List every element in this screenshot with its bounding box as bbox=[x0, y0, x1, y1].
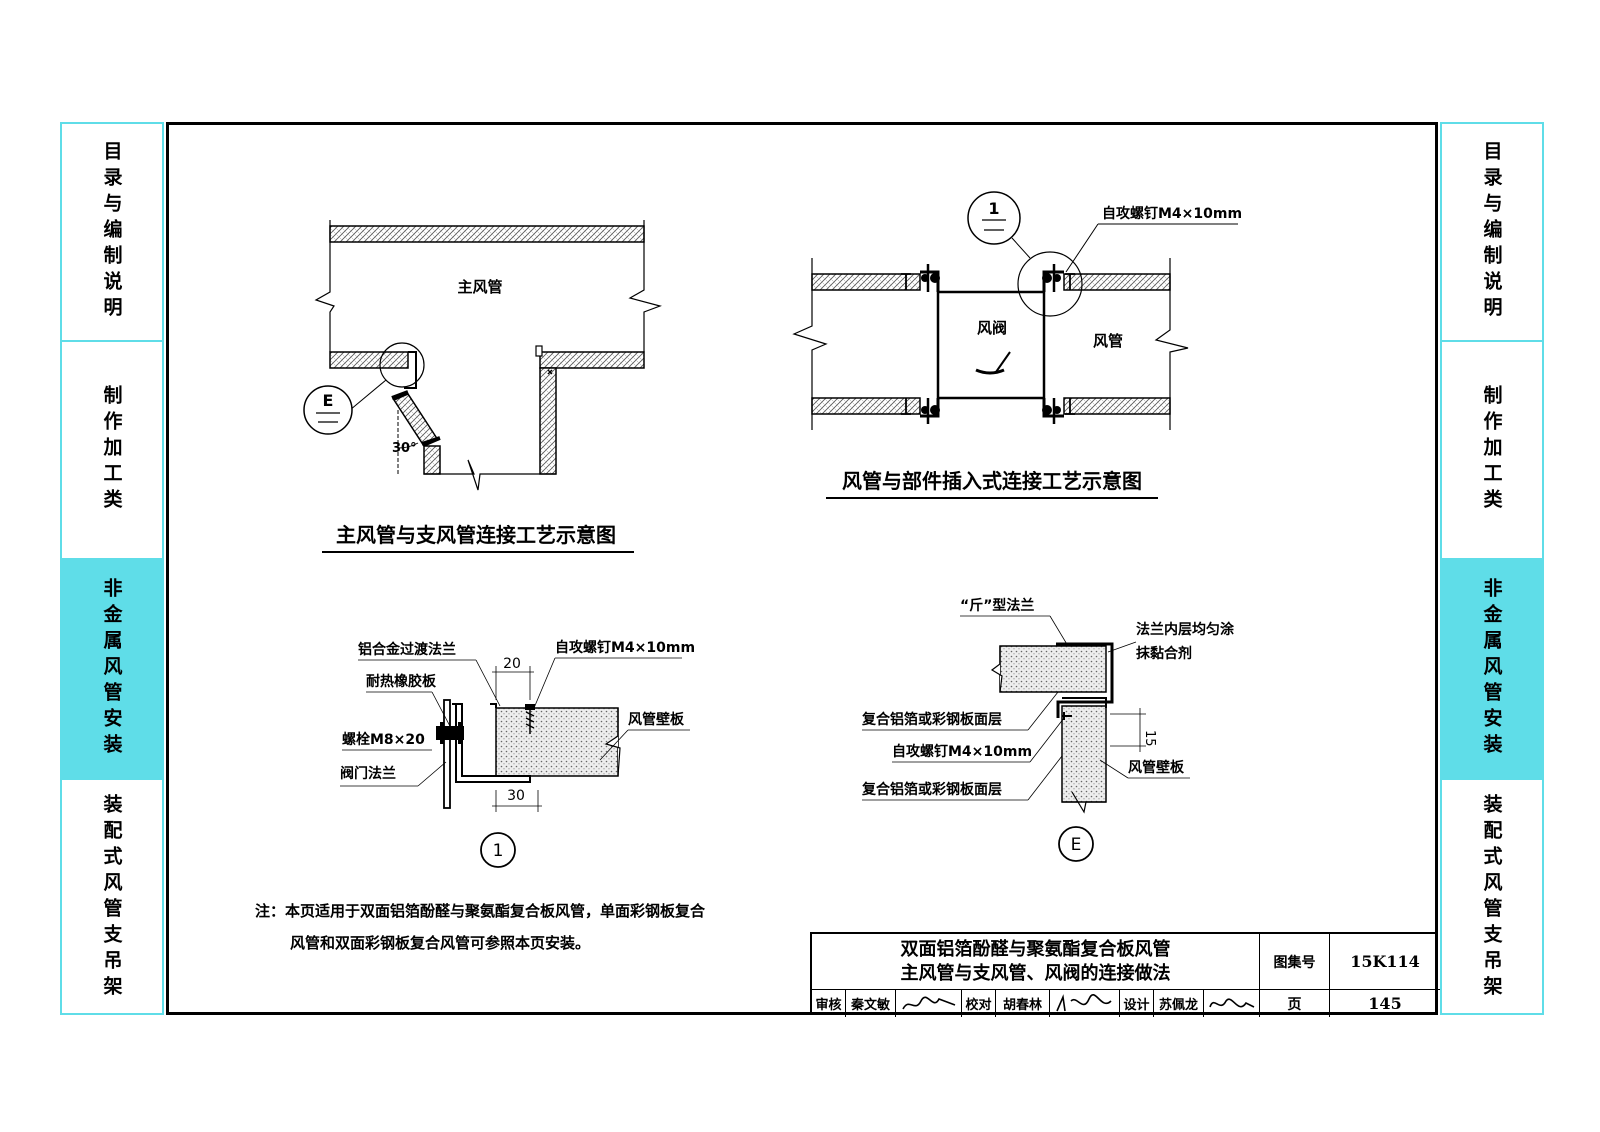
label-screw: 自攻螺钉M4×10mm bbox=[555, 639, 695, 656]
review-label: 审核 bbox=[812, 990, 846, 1017]
designer-name: 苏佩龙 bbox=[1154, 990, 1204, 1017]
tab-support-hangers-right[interactable]: 装配式风管支吊架 bbox=[1480, 793, 1503, 1002]
diagram1-title: 主风管与支风管连接工艺示意图 bbox=[336, 523, 616, 547]
designer-signature bbox=[1204, 990, 1260, 1017]
svg-text:1: 1 bbox=[493, 841, 504, 861]
branch-duct-wall-panel bbox=[1061, 705, 1107, 803]
label-wall-panel-e: 风管壁板 bbox=[1128, 759, 1185, 776]
callout-symbol-e bbox=[303, 385, 353, 435]
atlas-number: 15K114 bbox=[1330, 934, 1440, 990]
label-facing-2: 复合铝箔或彩钢板面层 bbox=[861, 781, 1002, 798]
reviewer-name: 秦文敏 bbox=[846, 990, 896, 1017]
main-duct-top-wall bbox=[329, 225, 645, 243]
note-line-1: 注：本页适用于双面铝箔酚醛与聚氨酯复合板风管，单面彩钢板复合 bbox=[255, 902, 706, 920]
label-screw-e: 自攻螺钉M4×10mm bbox=[892, 743, 1032, 760]
reviewer-signature bbox=[896, 990, 962, 1017]
svg-text:1: 1 bbox=[988, 199, 999, 218]
bolt-m8 bbox=[436, 722, 464, 744]
label-valve-flange: 阀门法兰 bbox=[340, 765, 396, 782]
detail-e: 15 “斤”型法兰 法兰内层均匀涂 抹黏合剂 复合铝箔或彩钢板面层 自攻螺钉M4… bbox=[861, 597, 1235, 862]
diagram-duct-damper: 风阀 风管 1 自攻螺钉M4×10mm 风管与部件插入式连接工艺示意图 bbox=[792, 191, 1242, 499]
detail-1-symbol bbox=[480, 832, 516, 868]
dim-20: 20 bbox=[503, 656, 521, 672]
valve-flange bbox=[443, 699, 451, 809]
main-duct-bottom-wall-left bbox=[329, 351, 409, 369]
label-facing-1: 复合铝箔或彩钢板面层 bbox=[861, 711, 1002, 728]
atlas-label: 图集号 bbox=[1260, 934, 1330, 990]
break-line-right bbox=[628, 220, 662, 352]
label-adhesive-2: 抹黏合剂 bbox=[1136, 645, 1192, 662]
check-label: 校对 bbox=[962, 990, 996, 1017]
checker-name: 胡春林 bbox=[996, 990, 1050, 1017]
tab-fabrication[interactable]: 制作加工类 bbox=[62, 342, 162, 560]
main-duct-bottom-wall-right bbox=[539, 351, 645, 369]
main-duct-label: 主风管 bbox=[457, 278, 502, 296]
branch-duct-break-line bbox=[424, 459, 556, 491]
right-duct-top-wall bbox=[1063, 273, 1171, 291]
main-duct-wall-panel bbox=[999, 645, 1107, 693]
svg-text:E: E bbox=[323, 391, 334, 410]
jin-type-flange bbox=[1056, 642, 1114, 718]
branch-duct-angled-wall bbox=[392, 393, 440, 447]
right-category-sidebar: 目录与编制说明 制作加工类 非金属风管安装 装配式风管支吊架 bbox=[1440, 122, 1544, 1015]
tab-catalog-right[interactable]: 目录与编制说明 bbox=[1442, 124, 1542, 342]
damper-body bbox=[936, 290, 1046, 400]
dim-30: 30 bbox=[507, 788, 525, 804]
checker-signature bbox=[1050, 990, 1120, 1017]
drawing-frame bbox=[166, 122, 1438, 1015]
design-label: 设计 bbox=[1120, 990, 1154, 1017]
drawing-title: 双面铝箔酚醛与聚氨酯复合板风管 主风管与支风管、风阀的连接做法 bbox=[812, 934, 1260, 990]
detail-e-symbol bbox=[1058, 826, 1094, 862]
label-wall-panel: 风管壁板 bbox=[628, 711, 685, 728]
dim-15: 15 bbox=[1142, 730, 1157, 747]
note-line-2: 风管和双面彩钢板复合风管可参照本页安装。 bbox=[290, 934, 591, 952]
duct-label: 风管 bbox=[1093, 332, 1123, 350]
page-number: 145 bbox=[1368, 994, 1402, 1013]
screw-label-top: 自攻螺钉M4×10mm bbox=[1102, 205, 1242, 222]
label-flange-type: “斤”型法兰 bbox=[960, 597, 1034, 614]
label-adhesive-1: 法兰内层均匀涂 bbox=[1136, 621, 1235, 638]
aluminum-transition-flange bbox=[452, 703, 531, 783]
tab-nonmetal-duct[interactable]: 非金属风管安装 bbox=[62, 560, 162, 780]
angle-label: 30° bbox=[392, 441, 417, 456]
tab-support-hangers[interactable]: 装配式风管支吊架 bbox=[100, 793, 123, 1002]
branch-duct-right-wall bbox=[539, 367, 557, 475]
svg-text:E: E bbox=[1071, 835, 1082, 855]
page-label: 页 bbox=[1260, 990, 1330, 1017]
callout-symbol-1 bbox=[967, 191, 1021, 245]
tab-fabrication-right[interactable]: 制作加工类 bbox=[1442, 342, 1542, 560]
left-duct-top-wall bbox=[811, 273, 921, 291]
tab-catalog[interactable]: 目录与编制说明 bbox=[62, 124, 162, 342]
left-category-sidebar: 目录与编制说明 制作加工类 非金属风管安装 装配式风管支吊架 bbox=[60, 122, 164, 1015]
left-duct-bottom-wall bbox=[811, 397, 921, 415]
detail-e-highlight-circle bbox=[379, 342, 425, 388]
diagram-main-branch-duct: 30° E 主风管 主风管与支风管连接工艺示意图 bbox=[303, 220, 662, 553]
damper-label: 风阀 bbox=[977, 319, 1007, 337]
detail-1: 20 30 铝合金过渡法兰 耐热橡胶板 螺栓M8×20 阀门法兰 自攻螺钉M4×… bbox=[340, 639, 695, 868]
duct-wall-panel bbox=[495, 707, 619, 777]
break-line-left bbox=[314, 220, 335, 352]
title-block: 双面铝箔酚醛与聚氨酯复合板风管 主风管与支风管、风阀的连接做法 图集号 15K1… bbox=[810, 932, 1440, 1017]
label-aluminum-flange: 铝合金过渡法兰 bbox=[358, 641, 456, 658]
label-bolt: 螺栓M8×20 bbox=[342, 731, 425, 748]
label-rubber: 耐热橡胶板 bbox=[366, 673, 437, 690]
flange-bolts bbox=[921, 273, 1061, 415]
diagram2-title: 风管与部件插入式连接工艺示意图 bbox=[842, 469, 1142, 493]
right-duct-bottom-wall bbox=[1063, 397, 1171, 415]
tab-nonmetal-duct-right[interactable]: 非金属风管安装 bbox=[1442, 560, 1542, 780]
